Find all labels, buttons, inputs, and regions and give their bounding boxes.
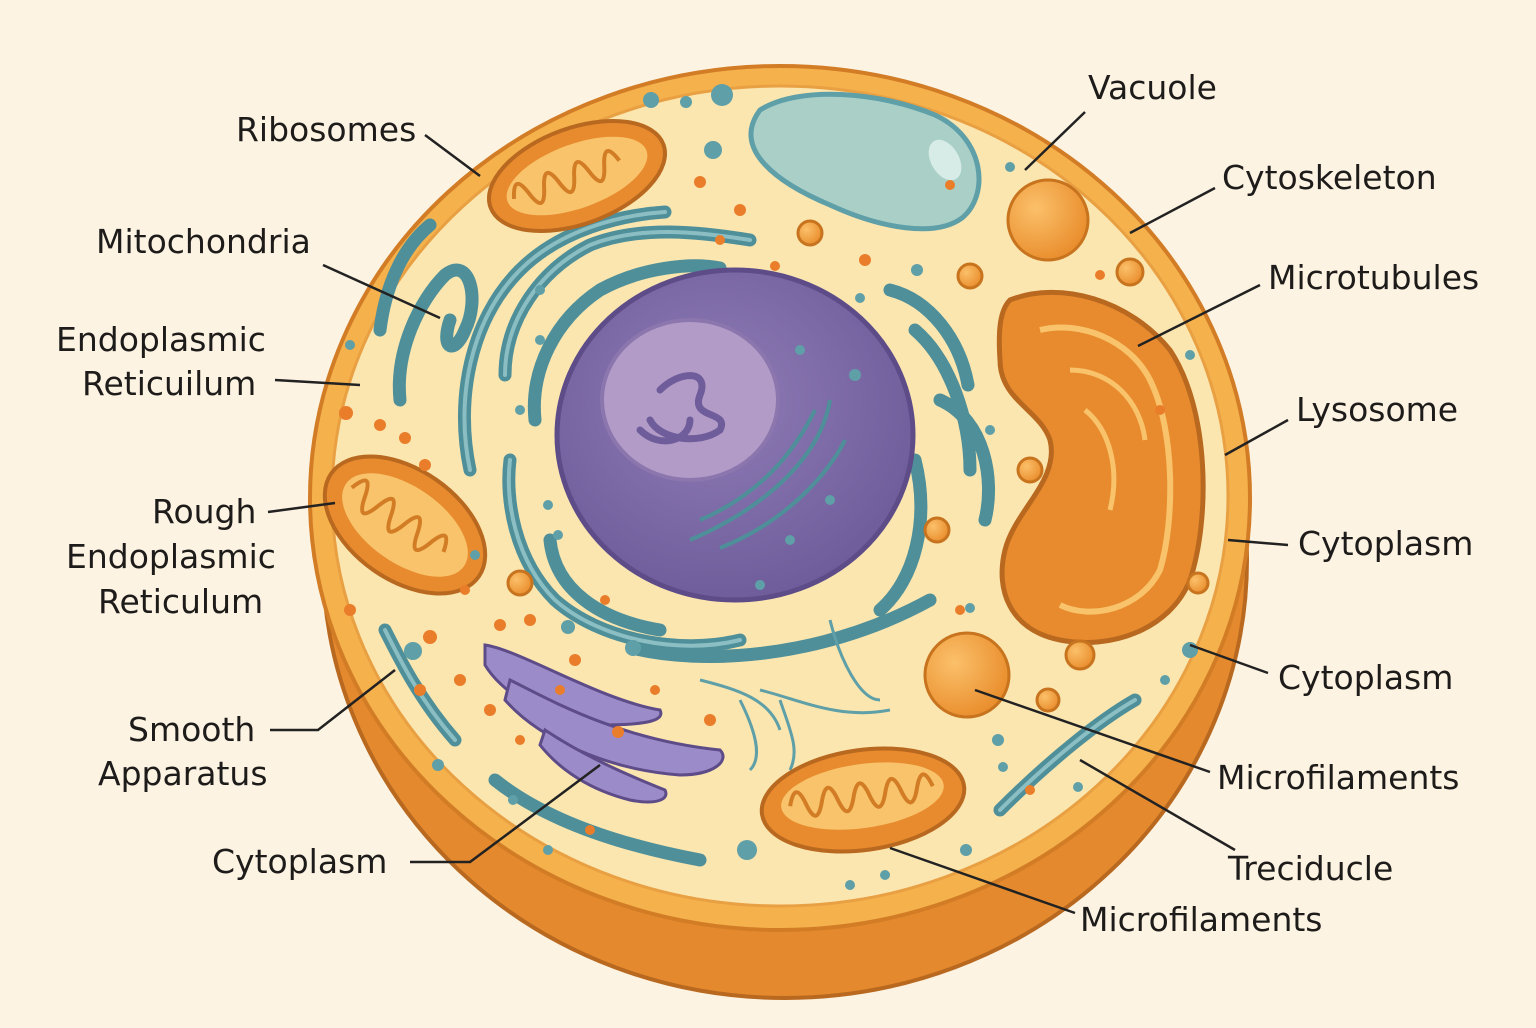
label-cytoplasm-right-1: Cytoplasm <box>1298 524 1474 563</box>
nucleus <box>554 267 916 603</box>
cytoskeleton-filaments <box>699 619 891 772</box>
label-vacuole: Vacuole <box>1088 68 1217 107</box>
label-lysosome: Lysosome <box>1296 390 1459 429</box>
mitochondrion-left <box>322 454 488 596</box>
label-microfilaments-2: Microfilaments <box>1080 900 1323 939</box>
label-cytoskeleton: Cytoskeleton <box>1222 158 1437 197</box>
label-smooth-apparatus-line2: Apparatus <box>98 754 268 793</box>
teal-granules <box>345 84 1198 890</box>
label-rough-er-line2: Endoplasmic <box>66 537 276 576</box>
label-endoplasmic-reticulum-line2: Reticuilum <box>82 364 257 403</box>
label-ribosomes: Ribosomes <box>236 110 417 149</box>
label-microtubules: Microtubules <box>1268 258 1480 297</box>
label-microfilaments-1: Microfilaments <box>1217 758 1460 797</box>
golgi-apparatus <box>483 643 725 804</box>
vesicles-orange <box>506 178 1210 719</box>
vacuole <box>748 91 982 232</box>
label-cytoplasm-right-2: Cytoplasm <box>1278 658 1454 697</box>
mitochondrion-top <box>487 119 667 233</box>
label-rough-er-line1: Rough <box>152 492 257 531</box>
leader-lines <box>267 111 1289 915</box>
mitochondrion-bottom <box>759 746 967 854</box>
label-mitochondria: Mitochondria <box>96 222 311 261</box>
label-treciducle: Treciducle <box>1228 849 1394 888</box>
label-endoplasmic-reticulum-line1: Endoplasmic <box>56 320 266 359</box>
lysosome-organelle <box>996 289 1206 645</box>
label-smooth-apparatus-line1: Smooth <box>128 710 256 749</box>
label-rough-er-line3: Reticulum <box>98 582 264 621</box>
label-cytoplasm-left: Cytoplasm <box>212 842 388 881</box>
ribosome-dots <box>339 176 1165 835</box>
